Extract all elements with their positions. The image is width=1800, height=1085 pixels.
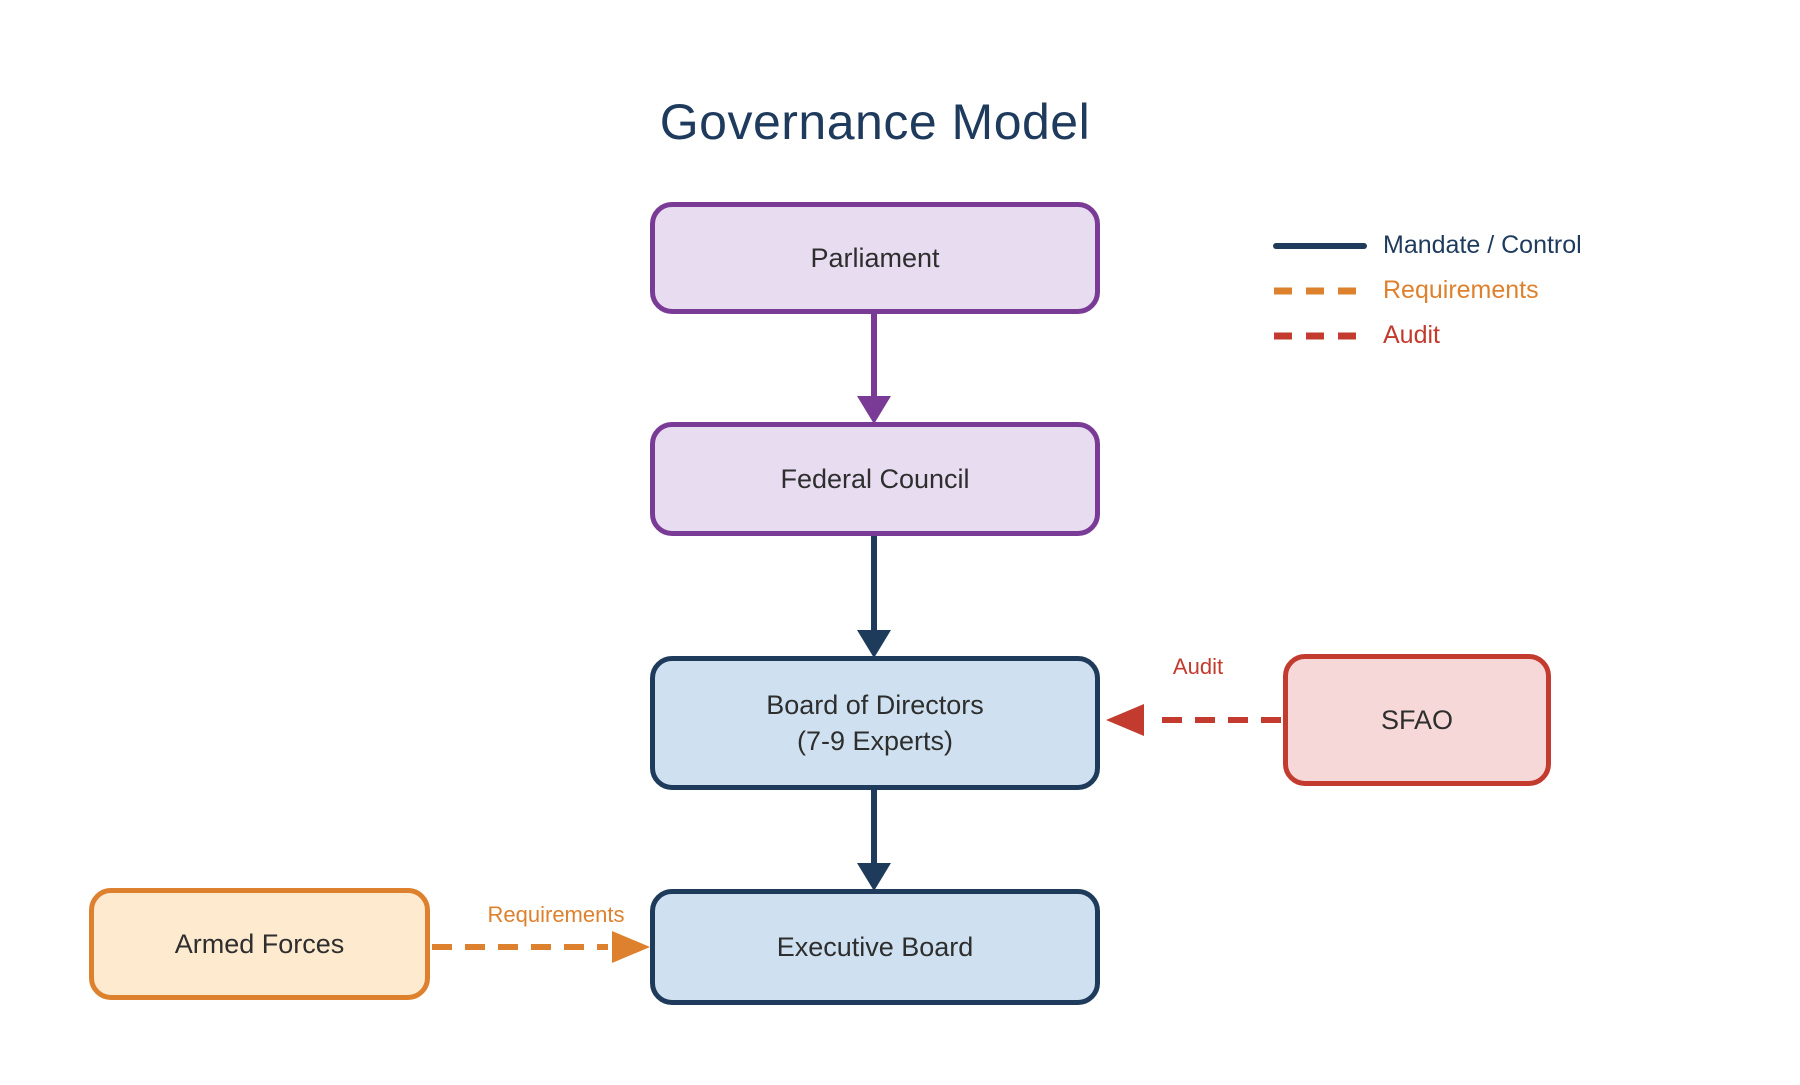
arrow-armed-forces-executive-head <box>612 931 650 963</box>
legend: Mandate / Control Requirements Audit <box>1273 230 1582 351</box>
node-executive-board: Executive Board <box>650 889 1100 1005</box>
node-armed-forces-label: Armed Forces <box>174 929 345 959</box>
arrow-parliament-federal-council-head <box>857 396 891 424</box>
node-armed-forces: Armed Forces <box>89 888 430 1000</box>
legend-item-audit: Audit <box>1273 320 1582 351</box>
node-sfao: SFAO <box>1283 654 1551 786</box>
legend-item-requirements: Requirements <box>1273 275 1582 306</box>
diagram-title: Governance Model <box>659 94 1091 150</box>
legend-dashed-red-swatch <box>1274 332 1366 339</box>
node-parliament: Parliament <box>650 202 1100 314</box>
legend-label-requirements: Requirements <box>1383 276 1539 304</box>
node-board-of-directors-label-line2: (7-9 Experts) <box>796 726 954 756</box>
legend-label-audit: Audit <box>1383 321 1440 349</box>
node-parliament-label: Parliament <box>810 243 940 273</box>
legend-item-mandate-control: Mandate / Control <box>1273 230 1582 261</box>
node-board-of-directors: Board of Directors (7-9 Experts) <box>650 656 1100 790</box>
audit-edge-label: Audit <box>1172 654 1224 679</box>
arrow-sfao-board-head <box>1106 704 1144 736</box>
legend-label-mandate-control: Mandate / Control <box>1383 231 1582 259</box>
node-federal-council-label: Federal Council <box>780 464 970 494</box>
arrow-federal-council-board-head <box>857 630 891 658</box>
arrow-board-executive-head <box>857 863 891 891</box>
node-federal-council: Federal Council <box>650 422 1100 536</box>
legend-dashed-orange-swatch <box>1274 287 1366 294</box>
node-sfao-label: SFAO <box>1380 705 1454 735</box>
node-board-of-directors-label-line1: Board of Directors <box>766 690 984 720</box>
legend-solid-line-swatch <box>1273 242 1367 249</box>
requirements-edge-label: Requirements <box>487 902 625 927</box>
node-executive-board-label: Executive Board <box>776 932 974 962</box>
